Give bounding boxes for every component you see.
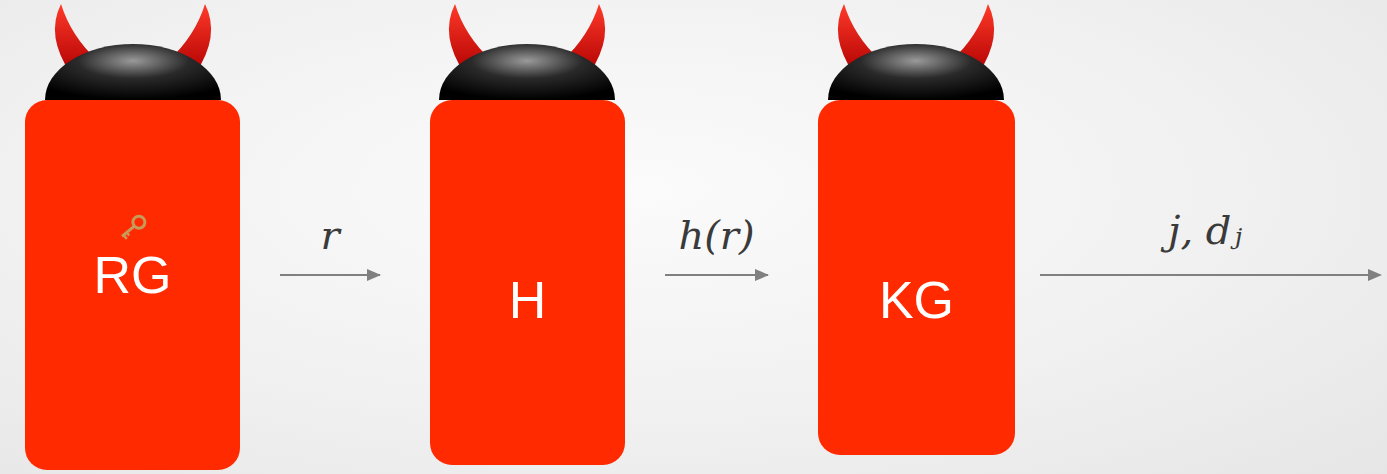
box-label: KG xyxy=(879,274,954,326)
arrow-connector xyxy=(665,274,768,276)
key-tooth xyxy=(127,232,130,235)
process-box: H xyxy=(430,100,625,465)
arrow-line xyxy=(1040,274,1370,276)
process-box: RG xyxy=(25,100,240,470)
key-icon xyxy=(118,214,147,241)
edge-label: r xyxy=(320,213,339,257)
box-fill xyxy=(430,100,625,465)
box-fill xyxy=(25,100,240,470)
process-box: KG xyxy=(818,100,1015,455)
edge-label: h(r) xyxy=(678,213,754,257)
key-shaft xyxy=(122,226,134,236)
box-fill xyxy=(818,100,1015,455)
output-label: j, dⱼ xyxy=(1168,208,1242,252)
output-arrow xyxy=(1040,269,1382,281)
devil-head xyxy=(45,4,221,100)
dome xyxy=(439,44,615,100)
arrow-connector xyxy=(280,274,380,276)
dome xyxy=(45,44,221,100)
box-label: H xyxy=(509,274,547,326)
arrow-head xyxy=(1368,269,1382,281)
box-fills xyxy=(25,100,1015,470)
key-tooth xyxy=(124,235,127,239)
box-label: RG xyxy=(94,249,172,301)
devil-head xyxy=(439,4,615,100)
devil-head xyxy=(828,4,1004,100)
dome xyxy=(828,44,1004,100)
